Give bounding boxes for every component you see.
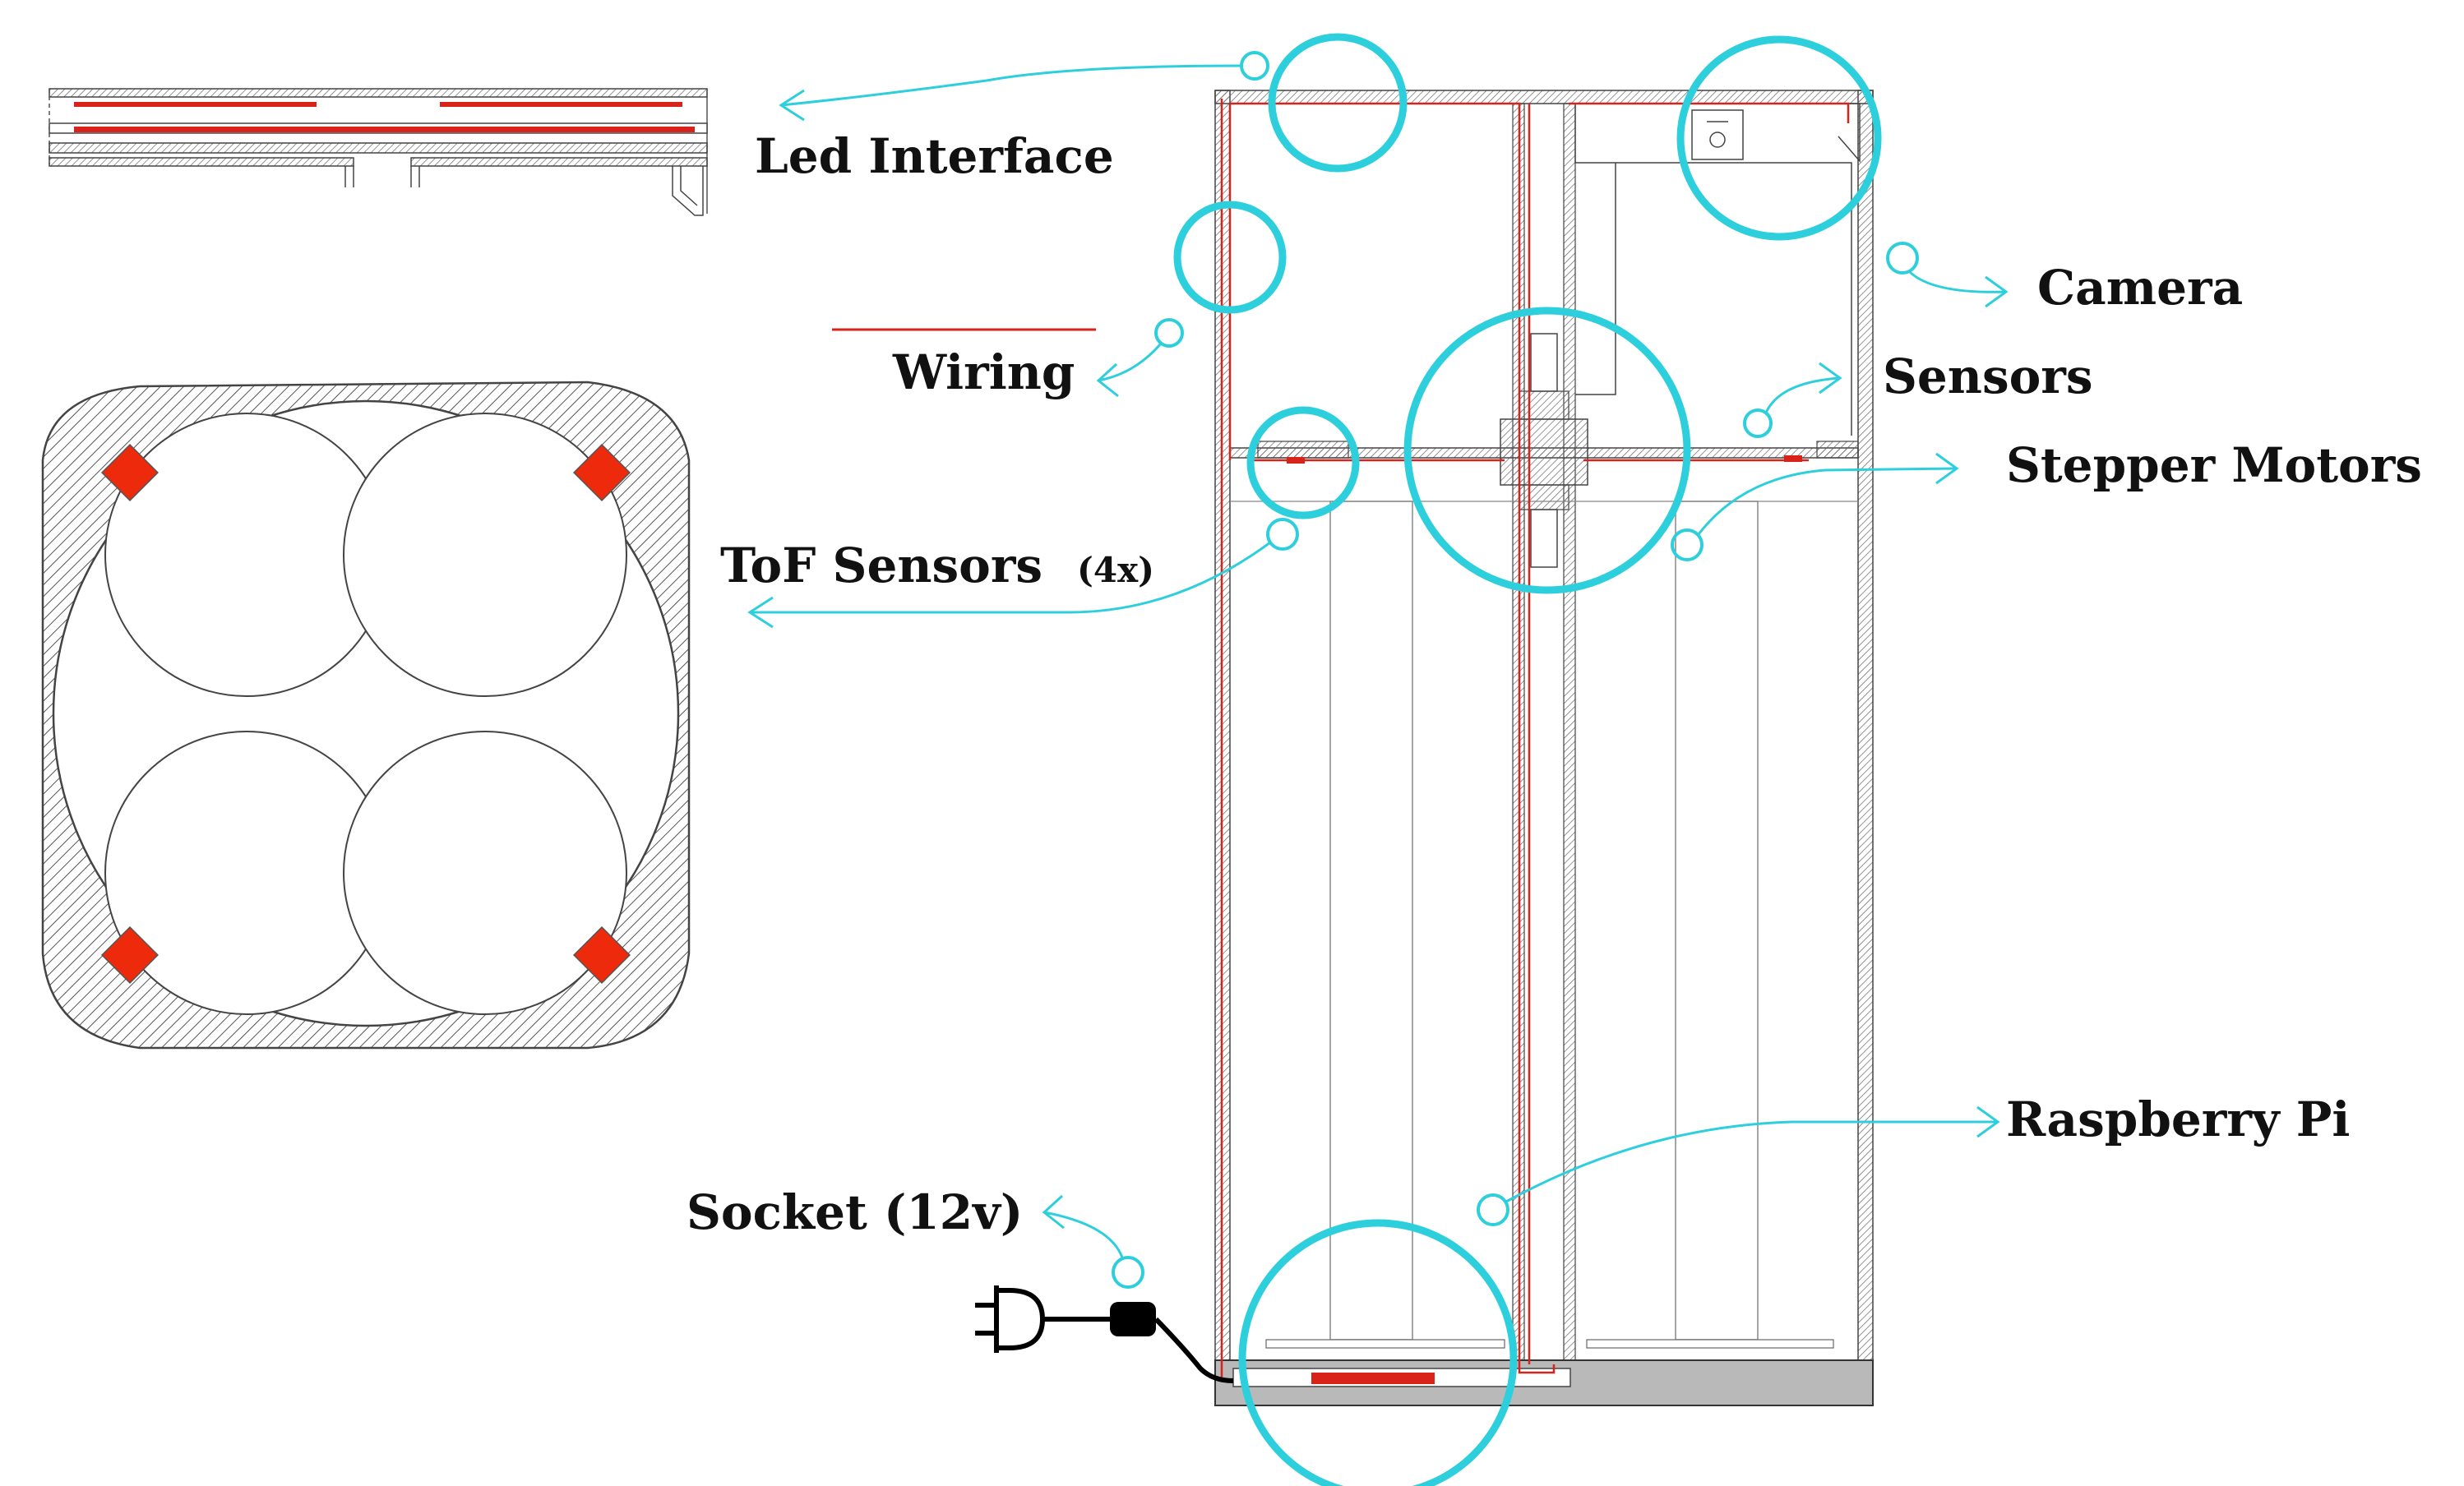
raspberry-pi-board [1311, 1373, 1435, 1384]
led-strip-left [74, 102, 317, 107]
stepper-motor-upper [1530, 333, 1558, 392]
camera-module [1691, 109, 1744, 160]
tof-sensor-bottom-left [100, 925, 159, 985]
tof-top-view [41, 381, 691, 1050]
label-camera: Camera [2037, 260, 2243, 316]
power-plug-icon [975, 1285, 1234, 1383]
tof-sensor-bottom-right [572, 925, 631, 985]
device-cross-section [1214, 90, 1874, 1406]
tof-sensor-top-left [100, 443, 159, 502]
label-stepper-motors: Stepper Motors [2006, 437, 2422, 493]
stepper-motor-lower [1530, 509, 1558, 568]
label-tof-count: (4x) [1077, 550, 1154, 590]
tof-sensor-top-right [572, 443, 631, 502]
led-strip-right [440, 102, 682, 107]
led-interface-detail [49, 88, 708, 216]
label-wiring: Wiring [892, 344, 1075, 400]
label-raspberry-pi: Raspberry Pi [2006, 1091, 2350, 1147]
label-tof-sensors: ToF Sensors [720, 538, 1042, 593]
led-strip-main [74, 127, 695, 132]
callouts [747, 33, 2009, 1486]
label-led-interface: Led Interface [755, 128, 1114, 184]
label-socket: Socket (12v) [686, 1184, 1023, 1240]
stepper-hub [1500, 418, 1588, 486]
internal-wiring [1220, 99, 1850, 1382]
label-sensors: Sensors [1883, 348, 2093, 404]
